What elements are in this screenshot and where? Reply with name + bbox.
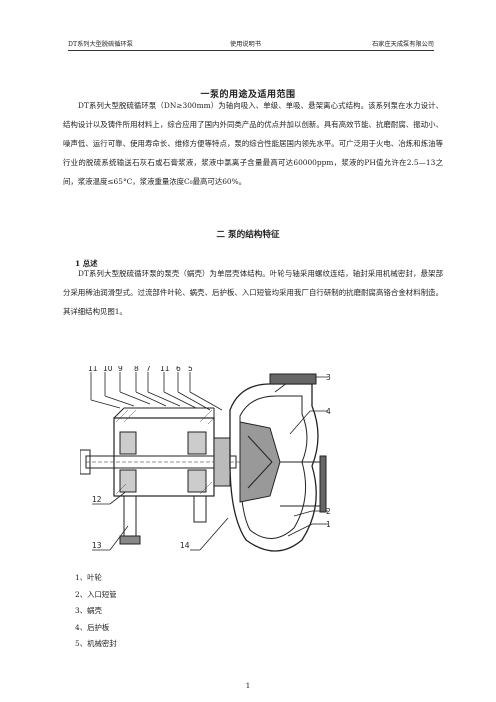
section2-paragraph: DT系列大型脱硫循环泵的泵壳（蜗壳）为单层壳体结构。叶轮与轴采用螺纹连结，轴封采…: [63, 269, 443, 316]
callout-14: 14: [180, 541, 190, 550]
section2-subtitle: 1 总述: [75, 259, 98, 268]
header-right: 石家庄天成泵有限公司: [372, 41, 434, 48]
page-number: 1: [245, 681, 251, 690]
callout-7: 7: [146, 366, 151, 373]
callout-2: 2: [326, 507, 331, 516]
callout-4: 4: [326, 407, 331, 416]
section1-paragraph: DT系列大型脱硫循环泵（DN≥300mm）为轴向吸入、单级、单吸、悬架离心式结构…: [63, 101, 443, 186]
callout-3: 3: [326, 373, 331, 382]
parts-list-item: 2、入口短管: [75, 589, 117, 599]
callout-6: 6: [176, 366, 181, 373]
callout-11a: 11: [88, 366, 98, 373]
header-center: 使用说明书: [230, 41, 261, 48]
parts-list-item: 3、蜗壳: [75, 606, 102, 616]
callout-1: 1: [326, 520, 331, 529]
parts-list: 1、叶轮 2、入口短管 3、蜗壳 4、后护板 5、机械密封: [75, 570, 117, 653]
callout-10: 10: [103, 366, 113, 373]
parts-list-item: 1、叶轮: [75, 573, 102, 582]
callout-5: 5: [188, 366, 193, 373]
page-header: DT系列大型脱硫循环泵 使用说明书 石家庄天成泵有限公司: [68, 38, 434, 51]
callout-11b: 11: [160, 366, 170, 373]
header-left: DT系列大型脱硫循环泵: [68, 41, 133, 48]
callout-13: 13: [92, 541, 102, 550]
callout-9: 9: [118, 366, 123, 373]
parts-list-item: 4、后护板: [75, 622, 110, 632]
parts-list-item: 5、机械密封: [75, 639, 117, 649]
section2-title: 二 泵的结构特征: [216, 230, 280, 240]
callout-12: 12: [92, 495, 102, 504]
pump-structure-figure: 11 10 9 8 7 11 6 5 3 4 2 1 12 13 14: [80, 366, 331, 552]
section1-title: 一泵的用途及适用范围: [200, 90, 296, 100]
callout-8: 8: [134, 366, 139, 373]
